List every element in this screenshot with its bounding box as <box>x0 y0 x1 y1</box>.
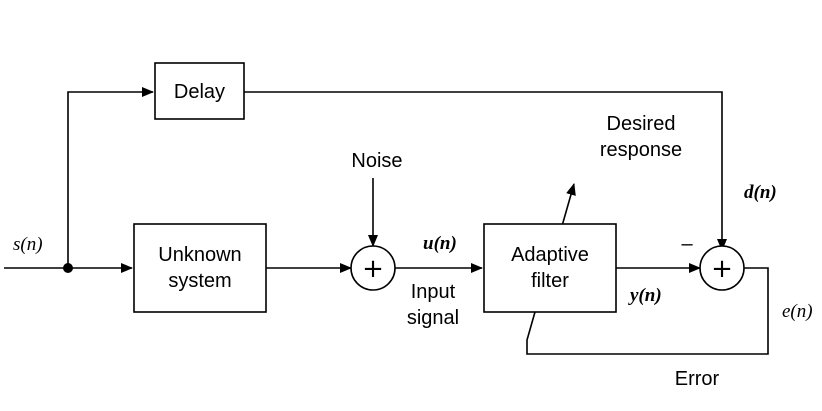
error-sum-plus: + <box>711 254 733 284</box>
unknown-system-label-line1: Unknown <box>158 244 241 266</box>
adaptive-filter-block <box>483 223 617 313</box>
minus-sign: – <box>681 233 693 255</box>
noise-label: Noise <box>351 150 402 172</box>
unknown-system-label-line2: system <box>168 270 231 292</box>
delay-to-desired-sum-wire <box>244 91 727 251</box>
signal-s-label: s(n) <box>13 234 43 255</box>
signal-u-label: u(n) <box>423 233 457 254</box>
noise-sum-plus: + <box>362 254 384 284</box>
noise-summing-junction <box>350 245 396 291</box>
desired-response-line1: Desired <box>607 113 676 135</box>
delay-block <box>154 62 245 120</box>
adaptation-arrow <box>561 183 576 227</box>
adaptive-filter-label-line2: filter <box>531 270 569 292</box>
error-feedback-wire <box>526 267 769 355</box>
desired-response-line2: response <box>600 139 682 161</box>
signal-d-label: d(n) <box>744 182 777 203</box>
error-summing-junction <box>699 245 745 291</box>
error-label: Error <box>675 368 720 390</box>
branch-to-delay-wire <box>67 87 154 268</box>
input-signal-line1: Input <box>411 281 456 303</box>
input-signal-line2: signal <box>407 307 459 329</box>
signal-y-label: y(n) <box>628 285 662 306</box>
adaptive-filter-label-line1: Adaptive <box>511 244 589 266</box>
signal-e-label: e(n) <box>782 301 813 322</box>
delay-label: Delay <box>174 81 225 103</box>
unknown-system-block <box>133 223 267 313</box>
